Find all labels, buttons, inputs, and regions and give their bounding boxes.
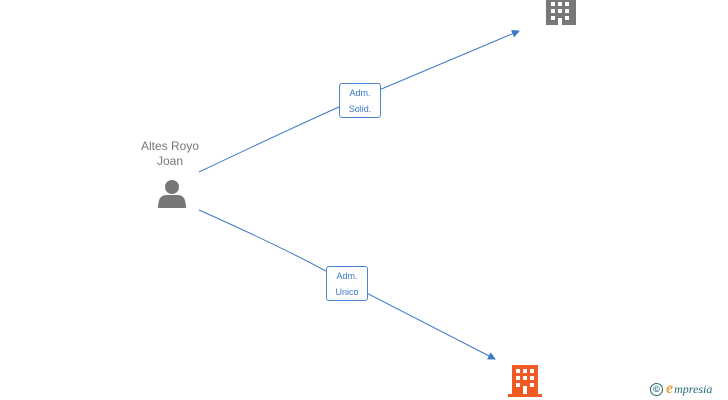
person-icon[interactable] [158, 180, 186, 208]
edge-label-line1: Adm. [349, 88, 371, 98]
brand-name: mpresia [674, 381, 713, 396]
edge-label-adm-unico: Adm. Unico [326, 266, 368, 301]
edge-label-adm-solid: Adm. Solid. [339, 83, 381, 118]
edge-label-line1: Adm. [336, 271, 358, 281]
edge-label-line2: Solid. [348, 104, 372, 114]
person-name-line2: Joan [156, 154, 184, 168]
brand-logo[interactable]: © e mpresia [650, 380, 712, 398]
copyright-icon: © [650, 382, 663, 396]
brand-letter: e [666, 380, 674, 397]
edge-label-line2: Unico [335, 287, 359, 297]
person-name-line1: Altes Royo [140, 139, 200, 153]
building-icon[interactable] [546, 0, 576, 25]
person-name[interactable]: Altes Royo Joan [120, 139, 220, 169]
building-icon-highlighted[interactable] [508, 365, 542, 397]
